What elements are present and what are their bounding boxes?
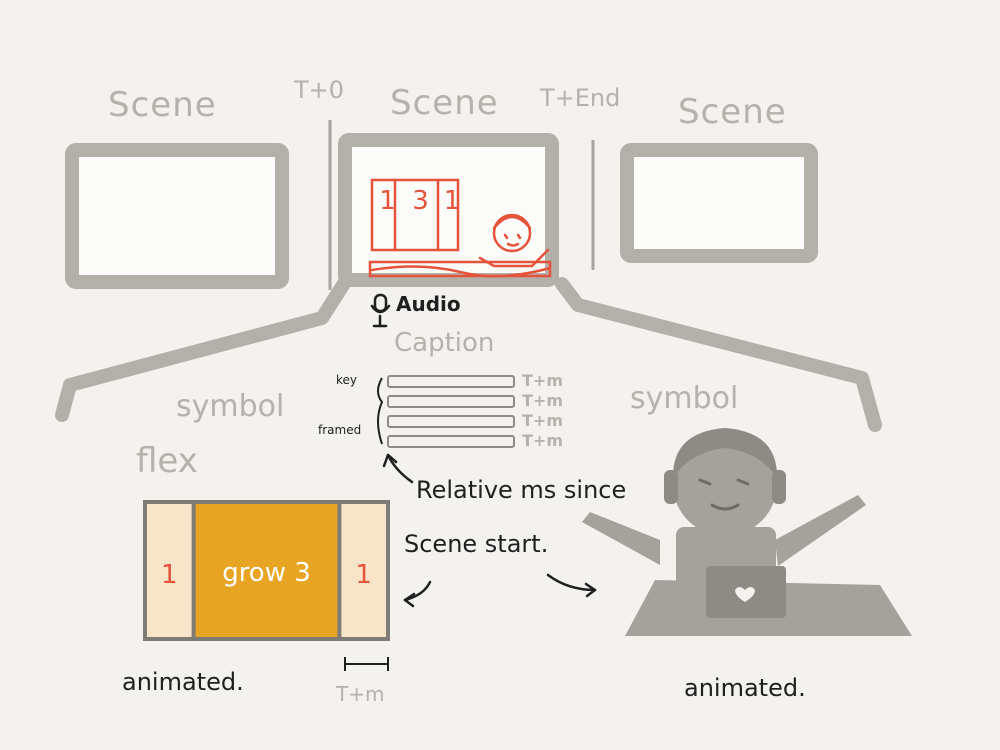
audio-label: Audio (396, 292, 461, 316)
presenter-figure (582, 428, 912, 636)
caption-time-3: T+m (522, 411, 563, 430)
annotation-line-2: Scene start. (404, 530, 549, 558)
annotation-line-1: Relative ms since (416, 476, 627, 504)
scene-frame-right (620, 143, 818, 263)
caption-label: Caption (394, 328, 495, 358)
flex-cell-center (193, 502, 340, 639)
flex-cell-left (145, 502, 194, 639)
scene-frame-left (65, 143, 289, 289)
key-label: key (336, 373, 358, 387)
screen-value-1: 1 (379, 186, 396, 216)
caption-time-4: T+m (522, 431, 563, 450)
marker-end: T+End (540, 84, 621, 112)
microphone-icon (370, 293, 391, 328)
symbol-left-label: symbol (176, 389, 285, 424)
scene-label-2: Scene (390, 83, 499, 123)
flex-box (143, 500, 390, 641)
flex-cell-left-text: 1 (161, 560, 178, 590)
caption-time-2: T+m (522, 391, 563, 410)
duration-marker (344, 657, 389, 671)
scene-sketch-red (368, 178, 552, 278)
duration-label: T+m (336, 682, 385, 706)
projection-outline (55, 275, 882, 432)
annotation-arrows (382, 453, 597, 608)
flex-cell-right (339, 502, 388, 639)
symbol-flex-label: flex (136, 441, 198, 481)
caption-bars (387, 375, 515, 448)
scene-label-1: Scene (108, 85, 217, 125)
flex-cell-right-text: 1 (355, 560, 372, 590)
caption-bracket (377, 377, 384, 445)
framed-label: framed (318, 423, 362, 437)
symbol-right-label: symbol (630, 381, 739, 416)
phone-screen-values: 1 3 1 (376, 188, 470, 214)
flex-cell-center-text: grow 3 (222, 558, 311, 588)
caption-time-1: T+m (522, 371, 563, 390)
screen-value-3: 1 (443, 186, 461, 216)
symbol-left-caption: animated. (122, 668, 244, 696)
screen-value-2: 3 (412, 186, 429, 216)
symbol-right-caption: animated. (684, 674, 806, 702)
scene-label-3: Scene (678, 92, 787, 132)
marker-start: T+0 (294, 76, 345, 104)
flex-box-border (143, 500, 390, 641)
